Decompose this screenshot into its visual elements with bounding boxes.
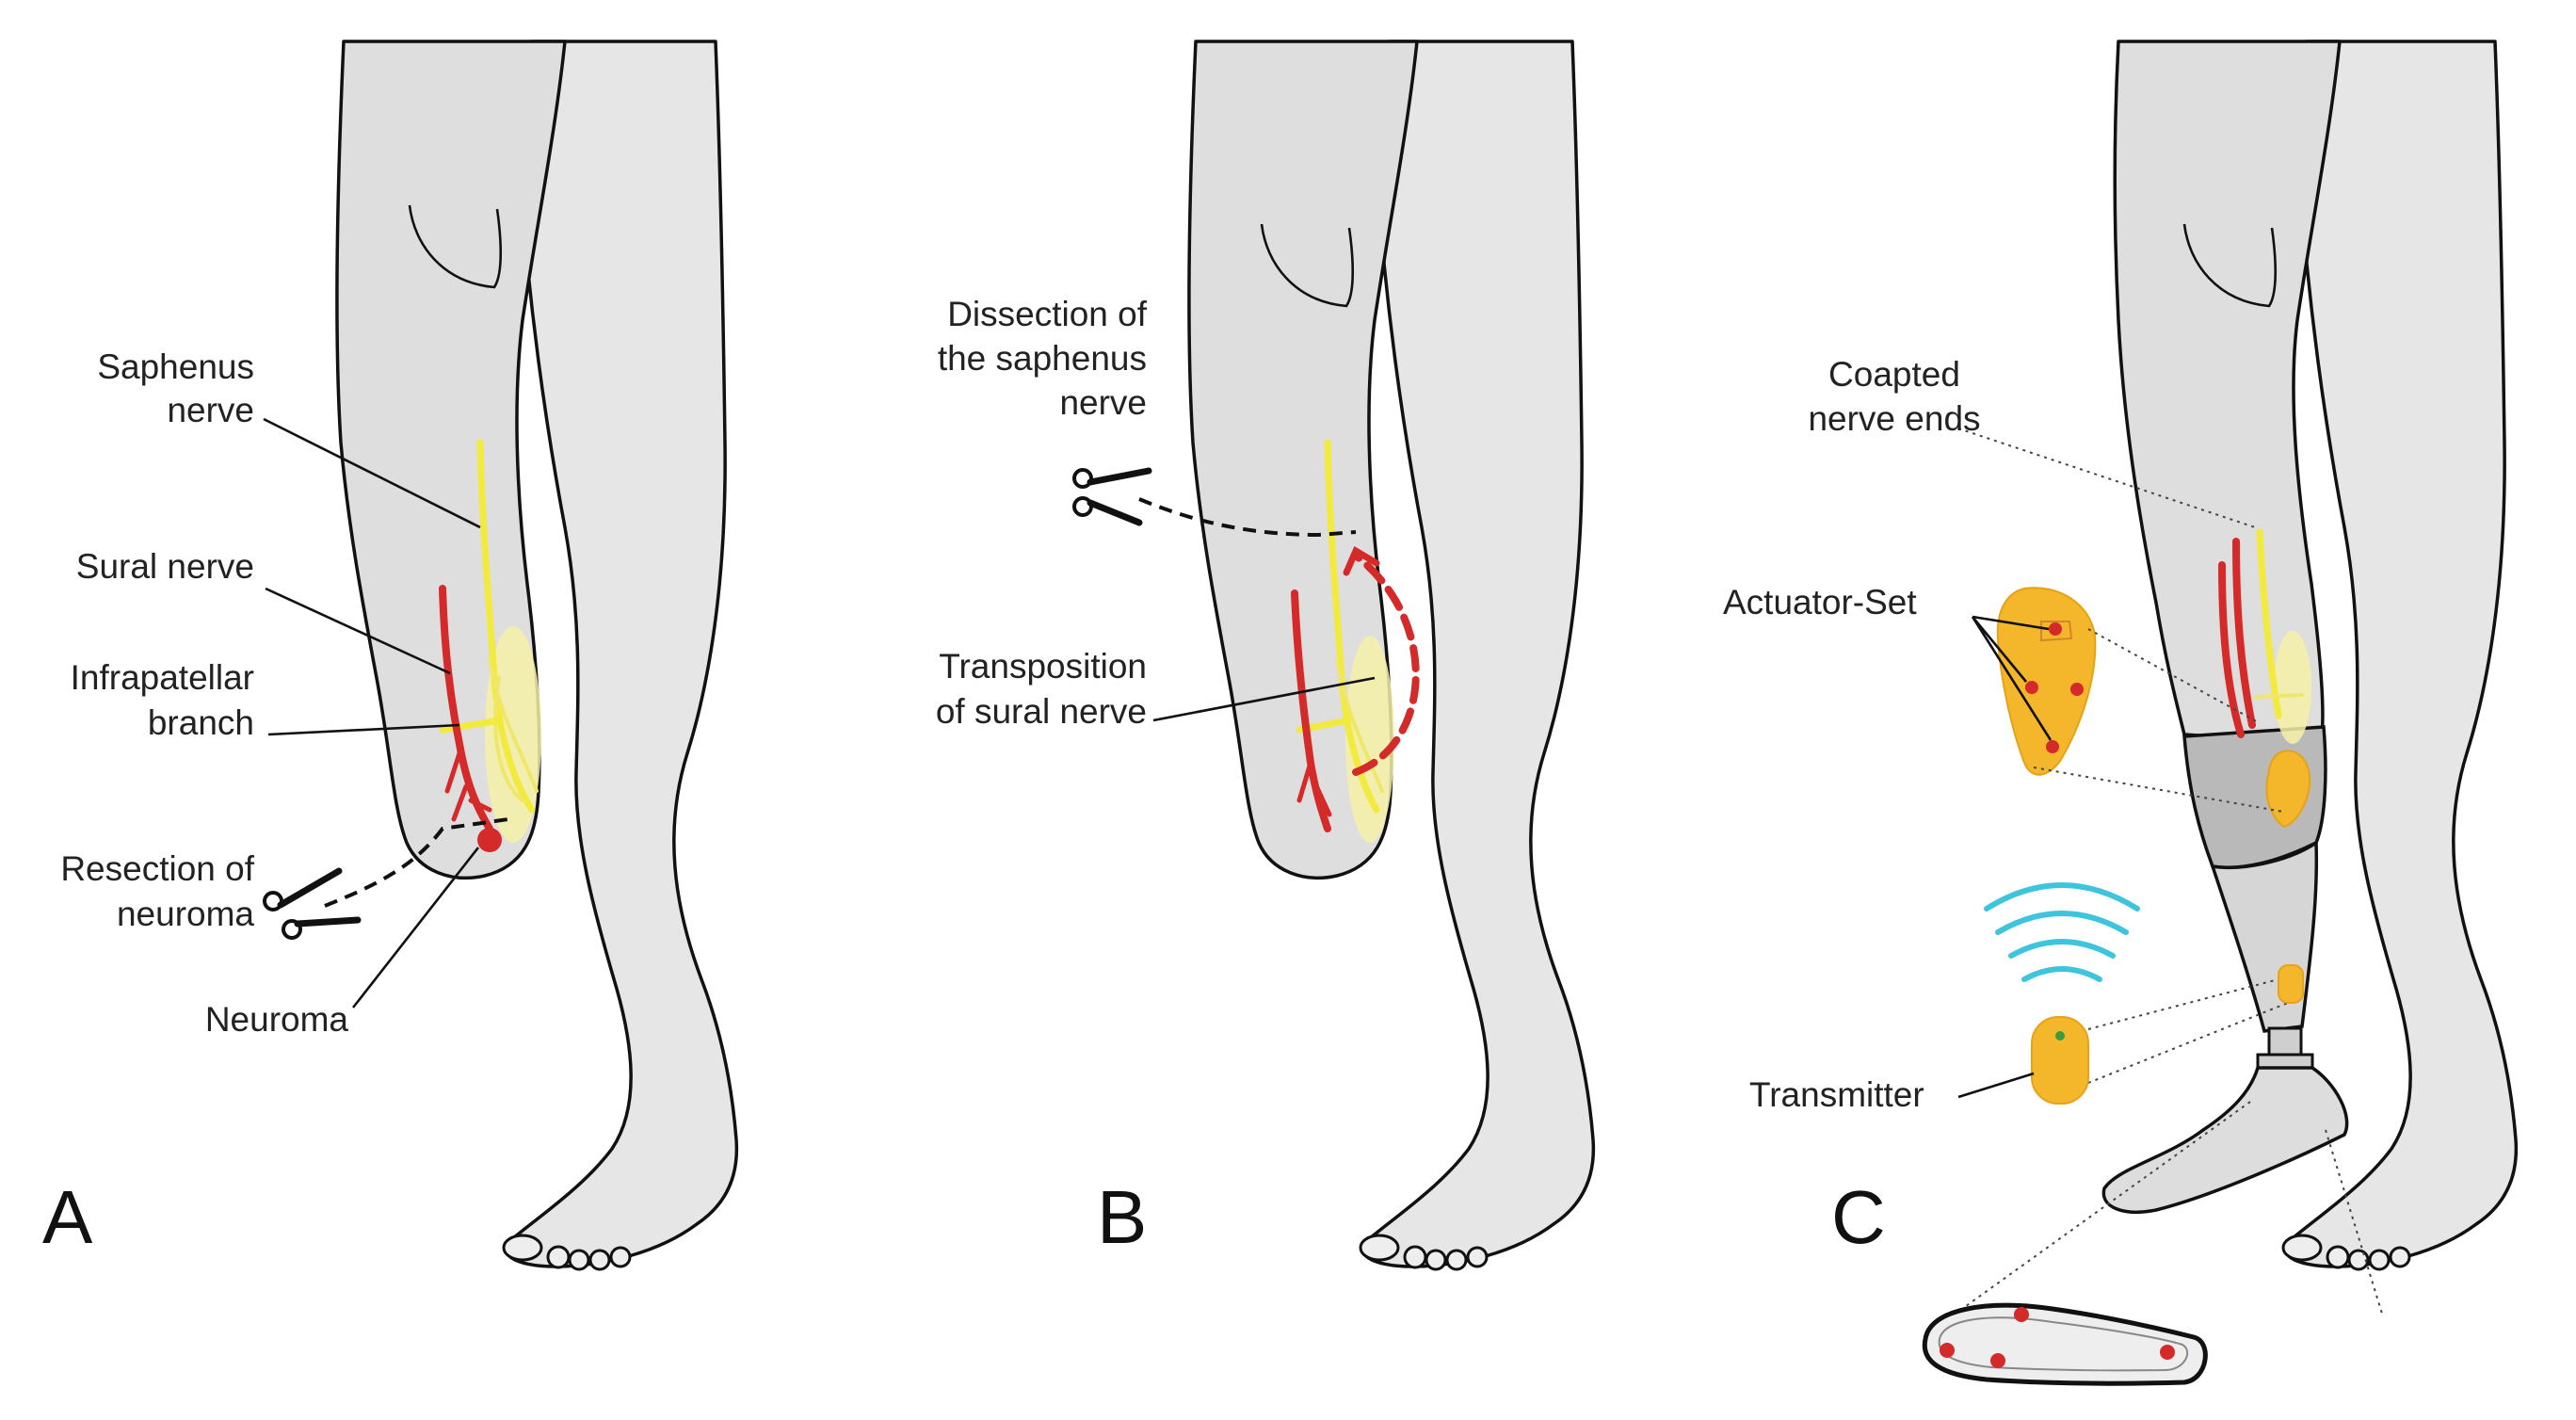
transposition-arc bbox=[1352, 552, 1420, 776]
label-coapted-line1: Coapted bbox=[1828, 355, 1960, 394]
label-dissection-line3: nerve bbox=[1059, 383, 1147, 422]
panel-b: Dissection of the saphenus nerve Transpo… bbox=[936, 40, 1596, 1271]
panel-c: Coapted nerve ends Actuator-Set Transmit… bbox=[1723, 40, 2519, 1386]
groin-line bbox=[1260, 223, 1355, 308]
label-resection-line2: neuroma bbox=[117, 895, 254, 933]
leader-neuroma bbox=[351, 847, 480, 1009]
intact-leg bbox=[504, 40, 739, 1268]
label-dissection-line1: Dissection of bbox=[947, 295, 1148, 333]
groin-line bbox=[408, 204, 503, 289]
toes bbox=[2281, 1234, 2411, 1271]
label-infrapatellar-line2: branch bbox=[148, 703, 254, 742]
scissors-icon bbox=[1072, 467, 1152, 526]
label-infrapatellar-line1: Infrapatellar bbox=[71, 658, 254, 697]
label-transposition-line2: of sural nerve bbox=[936, 692, 1147, 731]
prosthetic-pylon bbox=[2267, 1026, 2303, 1058]
neuroma-mark bbox=[477, 828, 502, 852]
prosthetic-foot bbox=[2101, 1066, 2349, 1214]
panel-letter-b: B bbox=[1097, 1175, 1147, 1259]
prosthesis-transmitter-pad bbox=[2278, 964, 2304, 1004]
intact-leg bbox=[2283, 40, 2519, 1268]
toes bbox=[1359, 1234, 1489, 1271]
sural-nerve bbox=[2232, 538, 2256, 729]
groin-line bbox=[2182, 223, 2278, 308]
sural-nerve bbox=[1291, 589, 1331, 832]
resection-path bbox=[324, 817, 509, 908]
arrow-head bbox=[1343, 545, 1380, 576]
label-coapted-line2: nerve ends bbox=[1808, 399, 1980, 438]
label-actuator-set: Actuator-Set bbox=[1723, 583, 1917, 621]
panel-letter-a: A bbox=[42, 1175, 93, 1259]
insole bbox=[1922, 1302, 2208, 1386]
intact-leg bbox=[1360, 40, 1596, 1268]
label-transmitter: Transmitter bbox=[1749, 1075, 1924, 1114]
label-dissection-line2: the saphenus bbox=[938, 339, 1147, 378]
leader-saphenus bbox=[263, 417, 481, 529]
infrapatellar-branch bbox=[439, 717, 503, 734]
label-saphenus-line1: Saphenus bbox=[97, 347, 254, 386]
socket-actuator-pad bbox=[2265, 750, 2311, 829]
label-sural: Sural nerve bbox=[76, 547, 254, 586]
leader-transposition bbox=[1152, 676, 1376, 722]
leader-transmitter bbox=[1957, 1072, 2035, 1099]
toes bbox=[502, 1234, 632, 1271]
transmitter-device bbox=[2031, 1016, 2089, 1105]
prosthetic-shank bbox=[2210, 839, 2319, 1033]
panel-a: Saphenus nerve Sural nerve Infrapatellar… bbox=[42, 40, 739, 1271]
leader-actuator bbox=[1971, 615, 2053, 741]
label-resection-line1: Resection of bbox=[60, 849, 254, 888]
leader-infrapatellar bbox=[267, 723, 460, 736]
label-transposition-line1: Transposition bbox=[939, 647, 1147, 686]
leader-sural bbox=[265, 587, 451, 675]
panel-letter-c: C bbox=[1831, 1175, 1886, 1259]
label-neuroma: Neuroma bbox=[205, 1000, 349, 1039]
scissors-icon bbox=[263, 867, 362, 940]
wireless-signal-icon bbox=[1984, 882, 2140, 982]
label-saphenus-line2: nerve bbox=[167, 391, 254, 429]
pylon-adapter bbox=[2256, 1053, 2314, 1070]
dissection-path bbox=[1138, 497, 1357, 538]
